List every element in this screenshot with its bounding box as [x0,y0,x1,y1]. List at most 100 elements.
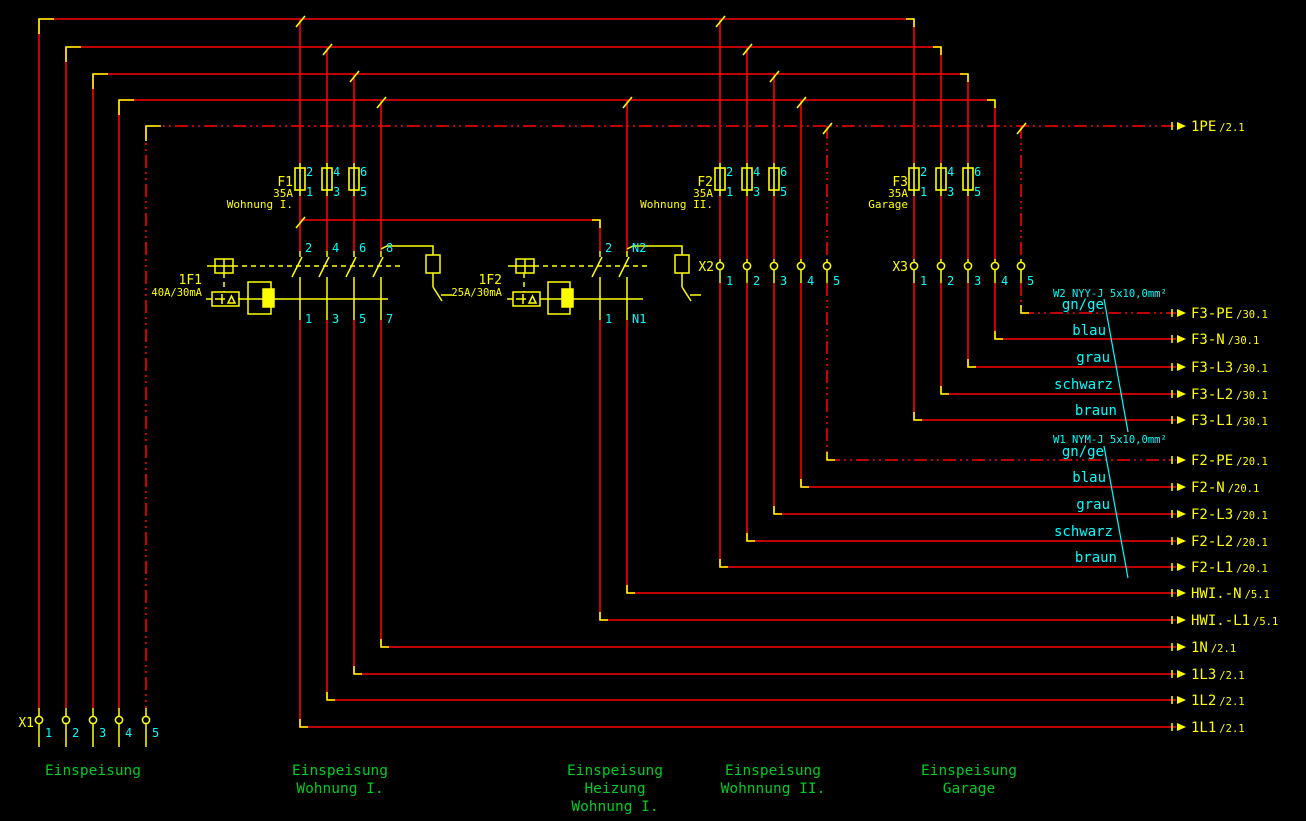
rcd-term: 1 [305,312,312,326]
fuse-term: 4 [333,165,340,179]
cable-w1-annotation: W1 NYM-J 5x10,0mm² gn/ge blau grau schwa… [1053,434,1167,566]
terminal-number: 5 [833,274,840,288]
junction-marks [295,15,1027,229]
conductor-color: blau [1072,323,1106,339]
potential-label: 1N/2.1 [1191,640,1236,656]
rcd-term: N1 [632,312,646,326]
terminal-point [796,261,806,271]
fuse-group-f3: F3 35A Garage 2 4 6 1 3 5 [868,165,981,211]
strip-name: X1 [18,716,34,731]
fuse-term: 4 [947,165,954,179]
conductor-color: braun [1075,403,1117,419]
fuse-term: 1 [306,185,313,199]
rcd-term: 2 [305,241,312,255]
potential-label: 1L2/2.1 [1191,693,1245,709]
cable-marker-lines [1103,298,1129,579]
fuse-term: 3 [947,185,954,199]
fuse-body [908,167,920,191]
potential-label: F3-PE/30.1 [1191,306,1268,322]
rcd-term: 7 [386,312,393,326]
section-label: Wohnnung II. [721,781,826,797]
section-label: Einspeisung [725,763,821,779]
cable-w2-diagonal [1103,298,1129,433]
fuse-term: 6 [974,165,981,179]
rcd-test-resistor [674,254,690,274]
fuse-term: 5 [360,185,367,199]
potential-label: HWI.-N/5.1 [1191,586,1270,602]
terminal-number: 1 [45,726,52,740]
fuse-term: 5 [974,185,981,199]
potential-label: F2-L3/20.1 [1191,507,1268,523]
rcd-term: 1 [605,312,612,326]
rcd-1f2-labels: 1F2 25A/30mA 2 N2 1 N1 [451,241,646,326]
rcd-name: 1F1 [179,273,202,288]
wires-solid [38,18,1176,728]
potential-label: F2-PE/20.1 [1191,453,1268,469]
rcd-test-resistor-branch [626,245,701,302]
rcd-term: N2 [632,241,646,255]
wires-pe-dashdot [145,125,1176,708]
conductor-color: schwarz [1054,377,1113,393]
fuse-term: 4 [753,165,760,179]
terminal-stubs [38,259,1022,747]
right-potential-labels: 1PE/2.1 F3-PE/30.1 F3-N/30.1 F3-L3/30.1 … [1191,119,1278,736]
fuse-term: 6 [780,165,787,179]
terminal-point [61,715,71,725]
section-label: Einspeisung [45,763,141,779]
rcd-1f1-labels: 1F1 40A/30mA 2 4 6 8 1 3 5 7 [151,241,393,326]
rcd-1f1-symbol [206,245,452,320]
fuse-term: 6 [360,165,367,179]
potential-label: 1L1/2.1 [1191,720,1245,736]
fuse-desc: Garage [868,198,908,211]
potential-label: 1L3/2.1 [1191,667,1245,683]
rcd-test-resistor-branch [380,245,452,302]
fuse-term: 2 [306,165,313,179]
terminal-number: 3 [974,274,981,288]
section-label: Wohnung I. [296,781,383,797]
conductor-color: schwarz [1054,524,1113,540]
cable-designation: W1 NYM-J 5x10,0mm² [1053,434,1167,446]
rcd-term: 2 [605,241,612,255]
conductor-color: grau [1076,497,1110,513]
fuse-symbols [294,163,974,196]
wire [38,18,1176,728]
rcd-test-button-cross [516,259,534,273]
terminal-number: 3 [99,726,106,740]
junction-slash [295,15,1027,229]
rcd-test-button-cross [215,259,233,273]
potential-label: F3-L1/30.1 [1191,413,1268,429]
fuse-through-lines [299,163,969,196]
terminal-number: 2 [753,274,760,288]
rcd-coil-core [561,288,574,308]
cable-designation: W2 NYY-J 5x10,0mm² [1053,288,1167,300]
strip-x3-labels: X3 1 2 3 4 5 [892,260,1034,288]
terminal-point [715,261,725,271]
potential-label: F3-L3/30.1 [1191,360,1268,376]
rcd-term: 8 [386,241,393,255]
strip-name: X2 [698,260,714,275]
terminal-number: 4 [125,726,132,740]
rcd-trip-glyph [516,294,538,304]
rcd-name: 1F2 [479,273,502,288]
potential-label: F2-L1/20.1 [1191,560,1268,576]
terminal-point [990,261,1000,271]
section-label: Heizung [584,781,645,797]
rcd-trip-box [512,291,541,307]
rcd-test-coupling-dashed [223,265,403,292]
fuse-term: 1 [920,185,927,199]
fuse-desc: Wohnung I. [227,198,293,211]
section-label: Einspeisung [921,763,1017,779]
conductor-color: gn/ge [1062,444,1104,460]
corner-mark [38,18,1029,728]
terminal-number: 1 [920,274,927,288]
fuse-term: 5 [780,185,787,199]
rcd-pole-contacts [591,251,630,320]
terminal-point [34,715,44,725]
rcd-test-coupling-dashed [523,265,649,292]
terminal-number: 4 [807,274,814,288]
conductor-color: blau [1072,470,1106,486]
rcd-rating: 25A/30mA [451,287,502,299]
fuse-name: F1 [277,175,293,190]
